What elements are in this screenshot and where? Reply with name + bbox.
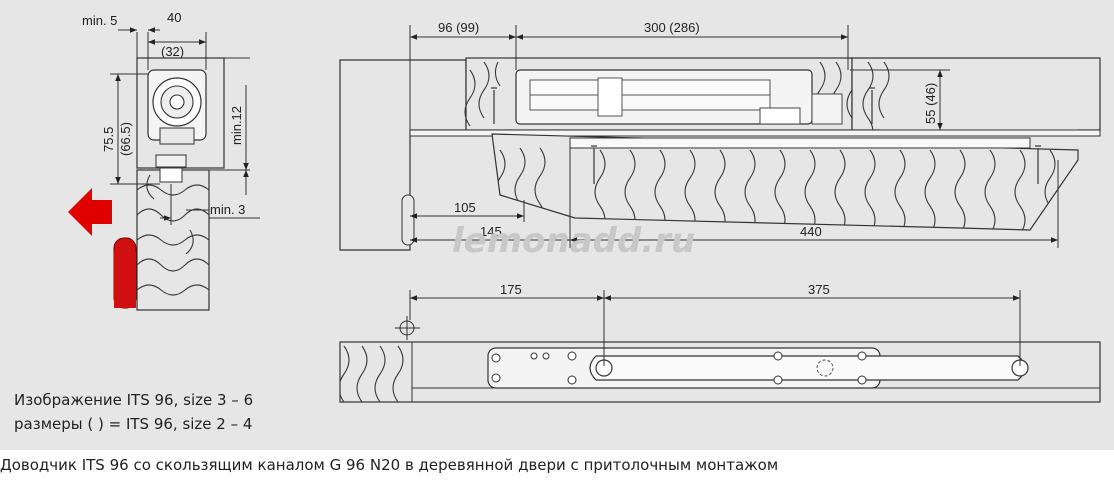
dim-min5: min. 5	[82, 13, 117, 28]
dim-32: (32)	[161, 44, 184, 59]
legend-line-2: размеры ( ) = ITS 96, size 2 – 4	[14, 415, 253, 433]
dim-145: 145	[480, 224, 502, 239]
side-view	[68, 27, 260, 311]
dimension-labels: min. 5 40 (32) 75.5 (66.5) min.12 min. 3…	[82, 10, 938, 297]
dim-105: 105	[454, 200, 476, 215]
dim-55-46: 55 (46)	[923, 83, 938, 124]
plan-view	[339, 290, 1101, 403]
dim-440: 440	[800, 224, 822, 239]
dim-66-5: (66.5)	[118, 122, 133, 156]
dim-40: 40	[167, 10, 181, 25]
dim-175: 175	[500, 282, 522, 297]
dim-375: 375	[808, 282, 830, 297]
dim-96-99: 96 (99)	[438, 20, 479, 35]
dim-min3: min. 3	[210, 202, 245, 217]
watermark: lemonadd.ru	[452, 221, 695, 261]
dim-min12: min.12	[229, 106, 244, 145]
section-view	[339, 25, 1101, 251]
legend-line-1: Изображение ITS 96, size 3 – 6	[14, 391, 254, 409]
dim-75-5: 75.5	[101, 127, 116, 152]
legend: Изображение ITS 96, size 3 – 6 размеры (…	[14, 388, 253, 436]
dim-300-286: 300 (286)	[644, 20, 700, 35]
caption: Доводчик ITS 96 со скользящим каналом G …	[0, 456, 779, 474]
direction-arrow	[68, 188, 112, 236]
technical-drawing: min. 5 40 (32) 75.5 (66.5) min.12 min. 3…	[0, 0, 1114, 450]
